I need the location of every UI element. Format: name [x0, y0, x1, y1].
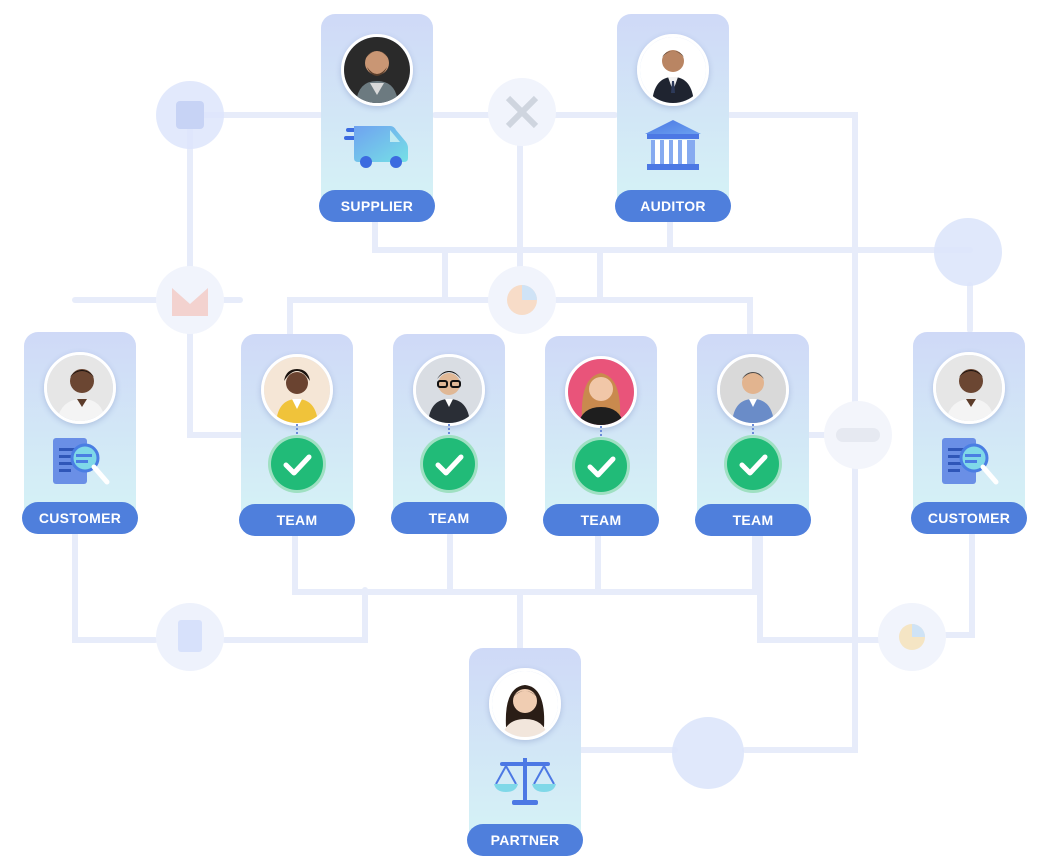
team-3-avatar [565, 356, 637, 428]
check-circle-icon [271, 438, 323, 490]
team-card-1[interactable]: TEAM [239, 334, 355, 536]
customer-left-label: CUSTOMER [22, 502, 138, 534]
partner-card[interactable]: PARTNER [467, 648, 583, 856]
customer-left-card[interactable]: CUSTOMER [22, 332, 138, 534]
document-search-icon [938, 436, 1000, 490]
customer-right-label: CUSTOMER [911, 502, 1027, 534]
team-2-label: TEAM [391, 502, 507, 534]
bank-building-icon [643, 118, 703, 174]
supplier-avatar [341, 34, 413, 106]
team-3-label: TEAM [543, 504, 659, 536]
auditor-card[interactable]: AUDITOR [615, 14, 731, 222]
team-card-2[interactable]: TEAM [391, 334, 507, 534]
customer-right-card[interactable]: CUSTOMER [911, 332, 1027, 534]
team-card-3[interactable]: TEAM [543, 336, 659, 536]
team-2-connector [448, 424, 450, 438]
check-circle-icon [727, 438, 779, 490]
supplier-card[interactable]: SUPPLIER [319, 14, 435, 222]
partner-label: PARTNER [467, 824, 583, 856]
balance-scale-icon [492, 754, 558, 808]
check-circle-icon [423, 438, 475, 490]
team-card-4[interactable]: TEAM [695, 334, 811, 536]
customer-left-avatar [44, 352, 116, 424]
document-search-icon [49, 436, 111, 490]
auditor-label: AUDITOR [615, 190, 731, 222]
supplier-label: SUPPLIER [319, 190, 435, 222]
check-circle-icon [575, 440, 627, 492]
team-1-label: TEAM [239, 504, 355, 536]
auditor-avatar [637, 34, 709, 106]
partner-avatar [489, 668, 561, 740]
delivery-truck-icon [344, 122, 410, 170]
team-4-connector [752, 424, 754, 438]
team-2-avatar [413, 354, 485, 426]
customer-right-avatar [933, 352, 1005, 424]
team-3-connector [600, 426, 602, 440]
team-1-avatar [261, 354, 333, 426]
team-1-connector [296, 424, 298, 438]
team-4-avatar [717, 354, 789, 426]
team-4-label: TEAM [695, 504, 811, 536]
